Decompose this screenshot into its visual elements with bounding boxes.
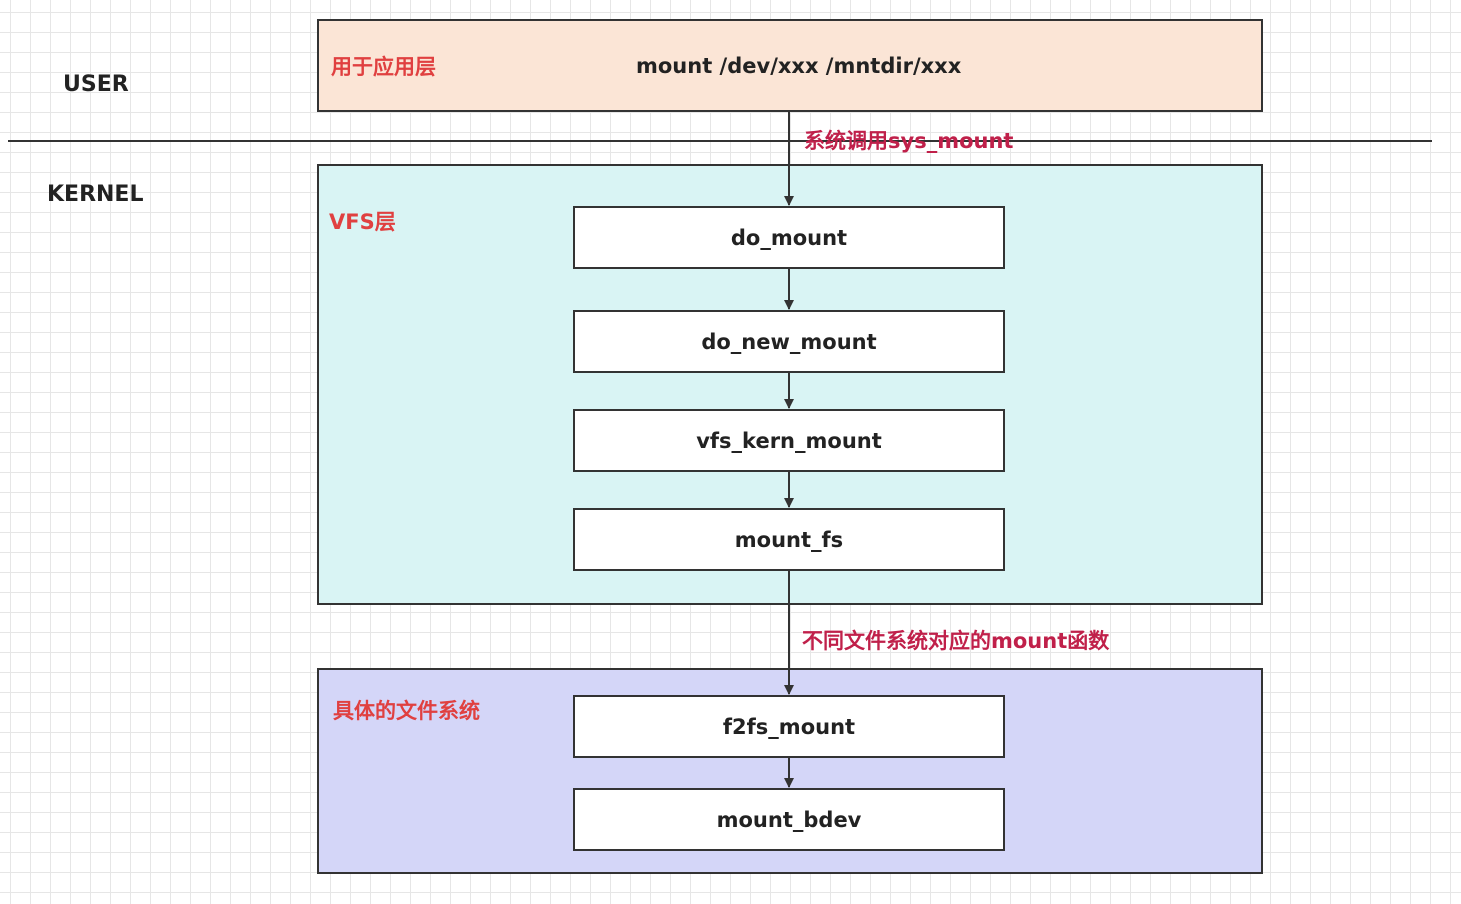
user-layer-box: 用于应用层 mount /dev/xxx /mntdir/xxx [317,19,1263,112]
kernel-zone-label: KERNEL [47,182,144,207]
mount-bdev-box: mount_bdev [573,788,1005,851]
f2fs-mount-box: f2fs_mount [573,695,1005,758]
user-kernel-divider [8,140,1432,142]
do-mount-box: do_mount [573,206,1005,269]
mount-fs-box: mount_fs [573,508,1005,571]
mount-command: mount /dev/xxx /mntdir/xxx [636,54,962,78]
user-layer-label: 用于应用层 [331,55,436,79]
fs-mount-note: 不同文件系统对应的mount函数 [802,629,1110,653]
user-zone-label: USER [63,72,129,97]
vfs-layer-label: VFS层 [329,210,396,234]
syscall-note: 系统调用sys_mount [804,129,1014,153]
fs-layer-label: 具体的文件系统 [333,699,480,723]
vfs-kern-mount-box: vfs_kern_mount [573,409,1005,472]
do-new-mount-box: do_new_mount [573,310,1005,373]
